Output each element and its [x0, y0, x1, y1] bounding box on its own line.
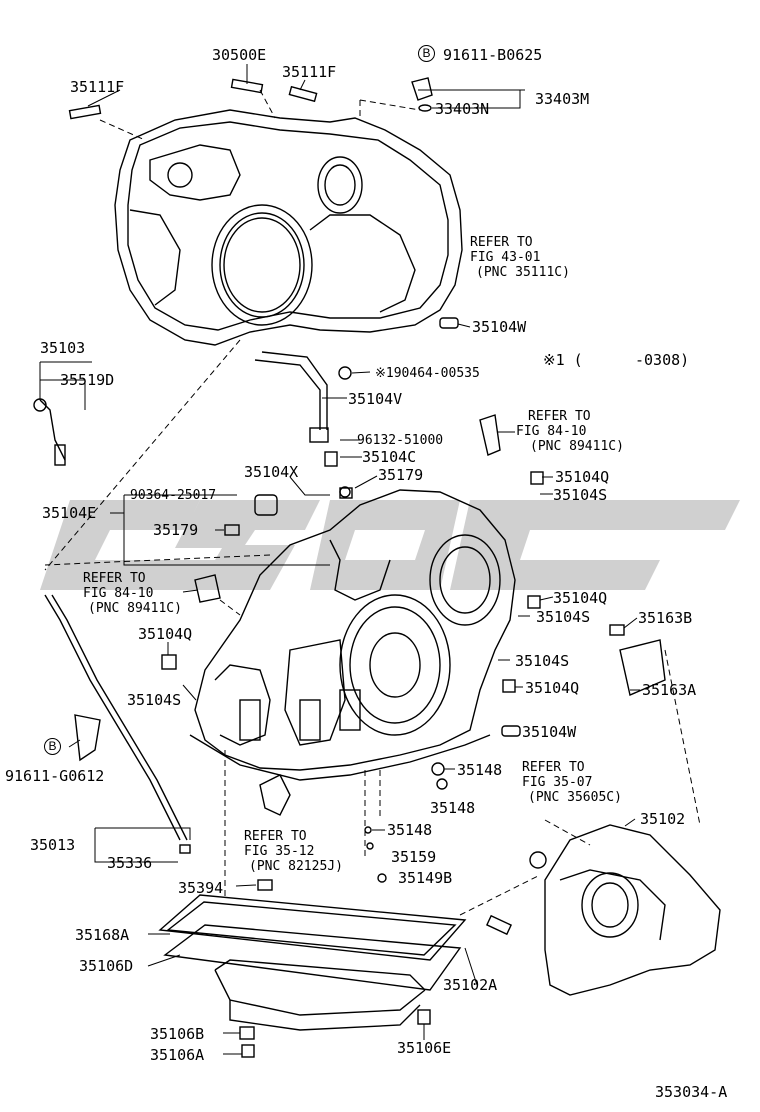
refer-note-3-l3: (PNC 89411C): [88, 601, 182, 616]
solid-leaders: [39, 64, 640, 1055]
part-35106B: 35106B: [150, 1025, 205, 1043]
part-35148-c: 35148: [387, 821, 433, 839]
refer-note-5-l2: FIG 35-12: [244, 844, 315, 859]
part-90364-25017: 90364-25017: [130, 488, 217, 503]
part-35336: 35336: [107, 854, 153, 872]
part-35104Q-d: 35104Q: [525, 679, 580, 697]
part-35159: 35159: [391, 848, 437, 866]
refer-note-3-l2: FIG 84-10: [83, 586, 154, 601]
part-30500E: 30500E: [212, 46, 267, 64]
part-35104S-d: 35104S: [127, 691, 182, 709]
refer-note-4-l2: FIG 35-07: [522, 775, 593, 790]
housing-upper: [114, 109, 463, 346]
badge-b-icon: B: [418, 45, 435, 62]
part-35102A: 35102A: [443, 976, 498, 994]
part-35106D: 35106D: [79, 957, 134, 975]
part-190464-00535: ※190464-00535: [375, 366, 480, 381]
refer-note-2-l3: (PNC 89411C): [530, 439, 624, 454]
refer-note-2-l1: REFER TO: [528, 409, 591, 424]
part-35102: 35102: [640, 810, 686, 828]
badge-b-icon: B: [44, 738, 61, 755]
part-35104C: 35104C: [362, 448, 417, 466]
refer-note-1-l1: REFER TO: [470, 235, 533, 250]
part-35104W-a: 35104W: [472, 318, 527, 336]
refer-note-1-l3: (PNC 35111C): [476, 265, 570, 280]
part-35179-a: 35179: [378, 466, 424, 484]
refer-note-2-l2: FIG 84-10: [516, 424, 587, 439]
diagram-code: 353034-A: [655, 1083, 728, 1101]
part-35394: 35394: [178, 879, 224, 897]
watermark-logo: [40, 500, 740, 590]
part-33403M: 33403M: [535, 90, 590, 108]
part-35104S-c: 35104S: [515, 652, 570, 670]
part-35104S-a: 35104S: [553, 486, 608, 504]
part-35104Q-c: 35104Q: [138, 625, 193, 643]
part-35163A: 35163A: [642, 681, 697, 699]
date-note-end: -0308): [635, 351, 690, 369]
part-35104Q-a: 35104Q: [555, 468, 610, 486]
refer-note-4-l1: REFER TO: [522, 760, 585, 775]
dipstick-tube: [33, 351, 328, 841]
part-35519D: 35519D: [60, 371, 115, 389]
part-91611-G0612: 91611-G0612: [5, 767, 105, 785]
refer-note-1-l2: FIG 43-01: [470, 250, 541, 265]
part-35111F-b: 35111F: [282, 63, 337, 81]
part-35106A: 35106A: [150, 1046, 205, 1064]
part-35103: 35103: [40, 339, 86, 357]
part-91611-B0625: 91611-B0625: [443, 46, 543, 64]
oil-pan: [158, 894, 467, 1031]
part-35104X: 35104X: [244, 463, 299, 481]
part-35106E: 35106E: [397, 1039, 452, 1057]
part-35148-a: 35148: [457, 761, 503, 779]
refer-note-5-l1: REFER TO: [244, 829, 307, 844]
bracket-35102: [529, 824, 721, 996]
refer-note-5-l3: (PNC 82125J): [249, 859, 343, 874]
part-35013: 35013: [30, 836, 76, 854]
part-35179-b: 35179: [153, 521, 199, 539]
part-35104E: 35104E: [42, 504, 97, 522]
part-35104W-b: 35104W: [522, 723, 577, 741]
part-35104S-b: 35104S: [536, 608, 591, 626]
part-35149B: 35149B: [398, 869, 453, 887]
part-35104V: 35104V: [348, 390, 403, 408]
date-note-mark: ※1 (: [543, 351, 583, 369]
housing-case: [189, 489, 516, 781]
small-parts: [68, 77, 666, 1058]
part-35148-b: 35148: [430, 799, 476, 817]
part-33403N: 33403N: [435, 100, 490, 118]
refer-note-4-l3: (PNC 35605C): [528, 790, 622, 805]
part-35111F-a: 35111F: [70, 78, 125, 96]
part-35163B: 35163B: [638, 609, 693, 627]
part-96132-51000: 96132-51000: [357, 433, 444, 448]
refer-note-3-l1: REFER TO: [83, 571, 146, 586]
dashed-leaders: [44, 89, 701, 916]
part-35168A: 35168A: [75, 926, 130, 944]
part-35104Q-b: 35104Q: [553, 589, 608, 607]
